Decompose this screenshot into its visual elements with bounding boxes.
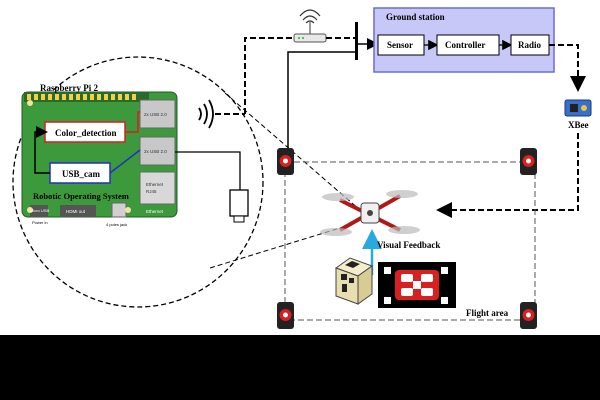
xbee-label: XBee [568,120,589,130]
mocap-camera-icon [277,148,294,175]
ethernet-port [139,171,176,205]
micro-usb-port [30,205,48,217]
cam-to-usb-line [109,149,141,174]
camera-cable [175,151,241,190]
ethernet-label-1: Ethernet [146,182,164,187]
quadcopter-icon [320,190,420,236]
visual-feedback-label: Visual Feedback [377,240,440,250]
mocap-camera-icon [520,302,537,329]
poles-jack-label: 4 poles jack [106,222,127,227]
usb-top-label: 2x USB 2.0 [144,112,167,117]
color-to-usb-line [125,111,140,133]
usb-bottom-label: 2x USB 2.0 [144,149,167,154]
ethernet-label-2: RJ45 [146,189,157,194]
pi-to-router-link [244,37,297,114]
usb-camera-icon [229,189,249,223]
micro-usb-label: Micro USB [30,208,49,213]
router-icon [293,9,327,43]
power-in-label: Power in [32,220,48,225]
mocap-camera-icon [520,148,537,175]
ros-label: Robotic Operating System [33,191,129,201]
radio-to-xbee-link [549,44,586,92]
hub-to-drone-link [287,51,355,148]
ground-station-label: Ground station [386,12,445,22]
radio-label: Radio [518,40,542,50]
zoom-line-bottom [209,227,341,269]
color-detection-label: Color_detection [55,128,116,138]
ethernet-bottom-label: Ethernet [146,209,164,214]
hdmi-label: HDMI out [66,209,86,214]
marker-cube-icon [334,257,374,305]
xbee-to-drone-link [436,133,579,218]
raspberry-pi-label: Raspberry Pi 2 [40,83,98,93]
landing-pad-icon [378,262,456,308]
audio-jack [111,202,127,218]
ros-loop-arrow [34,126,50,174]
zoom-circle [12,56,264,308]
controller-label: Controller [445,40,485,50]
wireless-signal-icon [198,99,214,129]
flight-area-label: Flight area [466,308,509,318]
sensor-label: Sensor [387,40,413,50]
mocap-camera-icon [277,302,294,329]
usb-cam-label: USB_cam [62,169,101,179]
xbee-module-icon [564,99,592,117]
usb-port-top [139,99,176,129]
bottom-black-bar [0,335,600,400]
flight-area-boundary [284,161,536,321]
network-hub-bar [355,22,358,60]
hdmi-port [60,205,96,217]
usb-port-bottom [139,136,176,166]
